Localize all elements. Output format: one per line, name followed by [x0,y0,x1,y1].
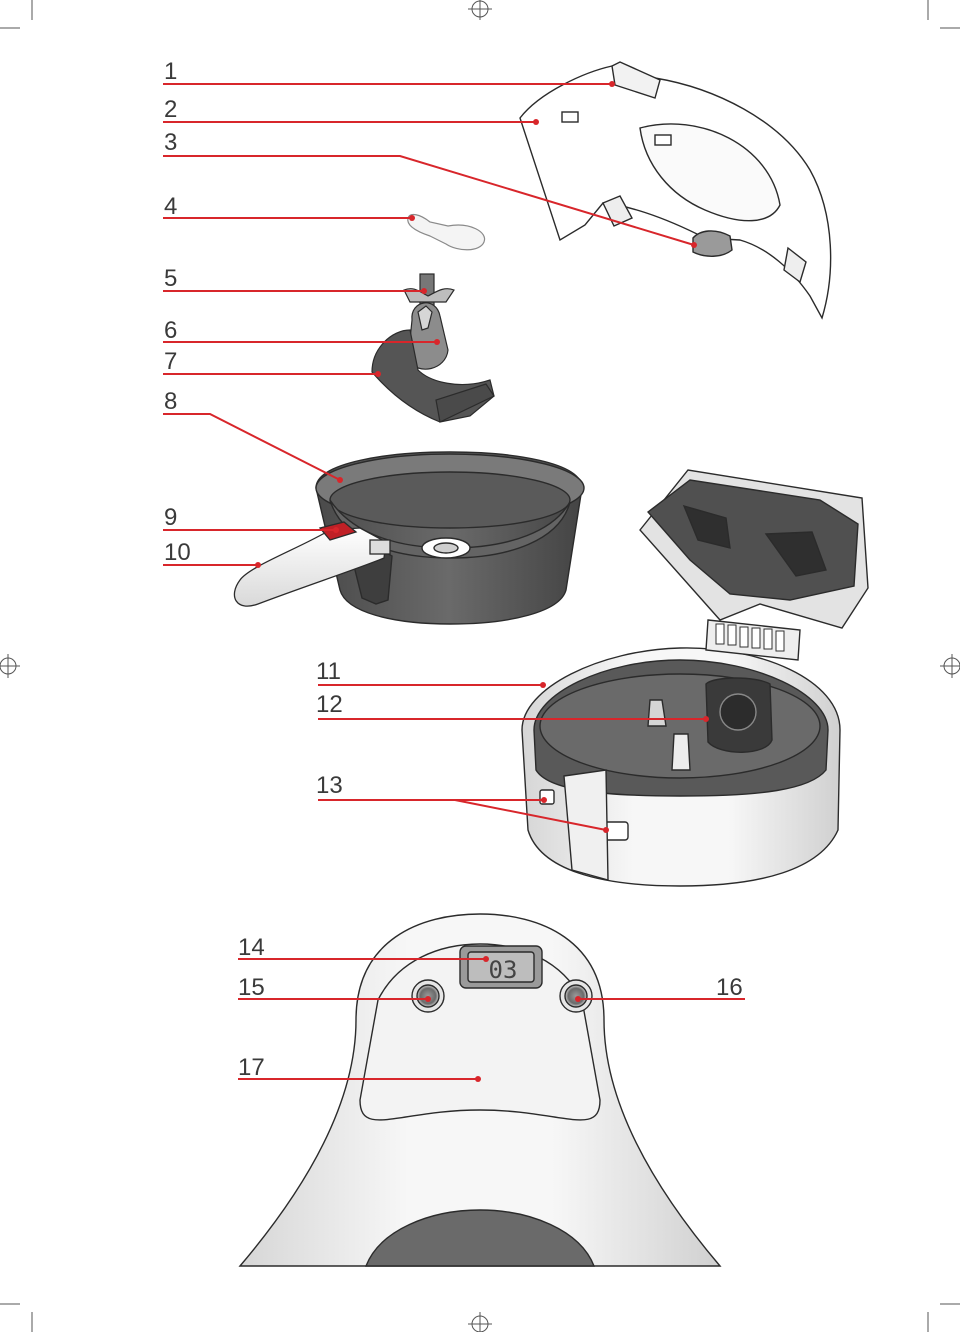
callout-10: 10 [164,539,191,566]
callout-7: 7 [164,348,178,375]
leader-dots [255,81,709,1082]
callout-15: 15 [238,974,265,1001]
callout-16: 16 [716,974,743,1001]
callout-3: 3 [164,129,178,156]
base-unit-part [521,469,869,887]
leader-lines [163,83,745,1080]
callout-11: 11 [316,658,341,685]
callout-6: 6 [164,317,178,344]
callout-4: 4 [164,193,178,220]
spoon-part [407,213,486,251]
callout-2: 2 [164,96,178,123]
callout-1: 1 [164,58,178,85]
callout-8: 8 [164,388,178,415]
control-panel-part [238,913,722,1267]
display-readout: 03 [489,956,518,984]
callout-9: 9 [164,504,178,531]
lid-part [519,61,832,320]
callout-12: 12 [316,691,343,718]
pan-part [315,451,585,625]
stirring-paddle-part [371,273,495,423]
callout-17: 17 [238,1054,265,1081]
callout-5: 5 [164,265,178,292]
callout-14: 14 [238,934,265,961]
callout-13: 13 [316,772,343,799]
